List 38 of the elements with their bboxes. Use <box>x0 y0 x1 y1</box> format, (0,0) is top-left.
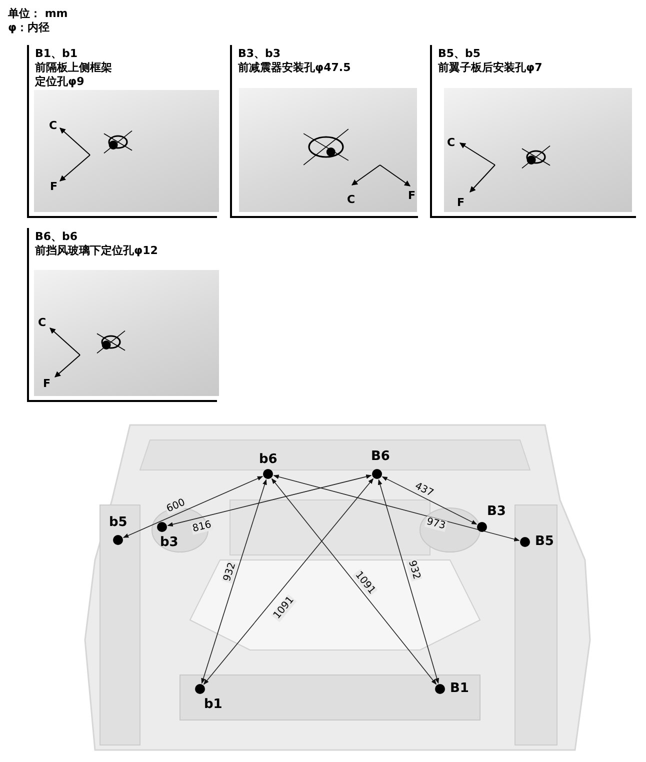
point-heading: B5、b5 <box>438 47 481 61</box>
hole-description: 前隔板上侧框架定位孔φ9 <box>35 61 113 89</box>
point-label: b1 <box>204 698 222 712</box>
dimension-arrow <box>203 478 374 685</box>
point-label: b6 <box>259 453 278 467</box>
hole-description: 前减震器安装孔φ47.5 <box>238 61 351 75</box>
dimension-arrow <box>201 479 267 684</box>
hole-description: 前挡风玻璃下定位孔φ12 <box>35 244 158 258</box>
point-label: b3 <box>160 536 178 550</box>
dimension-arrow <box>378 479 440 684</box>
direction-letter: F <box>50 181 58 193</box>
photo-panel <box>27 228 217 402</box>
point-label: b5 <box>109 516 128 530</box>
point-label: B3 <box>487 505 506 519</box>
note-text: φ：内径 <box>8 21 50 34</box>
point-label: B6 <box>371 450 390 464</box>
dimension-arrow <box>271 478 437 685</box>
point-label: B5 <box>535 535 554 549</box>
dimension-arrow <box>382 476 478 525</box>
direction-letter: C <box>347 194 356 206</box>
dimension-arrow <box>167 474 372 527</box>
point-heading: B3、b3 <box>238 47 281 61</box>
point-heading: B1、b1 <box>35 47 78 61</box>
photo-panel <box>230 45 418 218</box>
direction-letter: F <box>43 378 51 390</box>
direction-letter: C <box>49 120 58 132</box>
direction-letter: F <box>457 197 465 209</box>
note-text: 单位： mm <box>8 7 68 20</box>
direction-letter: C <box>447 137 456 149</box>
photo-panel <box>430 45 636 218</box>
direction-letter: F <box>408 190 416 202</box>
point-heading: B6、b6 <box>35 230 78 244</box>
direction-letter: C <box>38 317 46 329</box>
dimension-arrow <box>122 476 264 538</box>
hole-description: 前翼子板后安装孔φ7 <box>438 61 542 75</box>
point-label: B1 <box>450 682 469 696</box>
photo-panel <box>27 45 217 218</box>
dimension-arrow <box>273 474 520 542</box>
